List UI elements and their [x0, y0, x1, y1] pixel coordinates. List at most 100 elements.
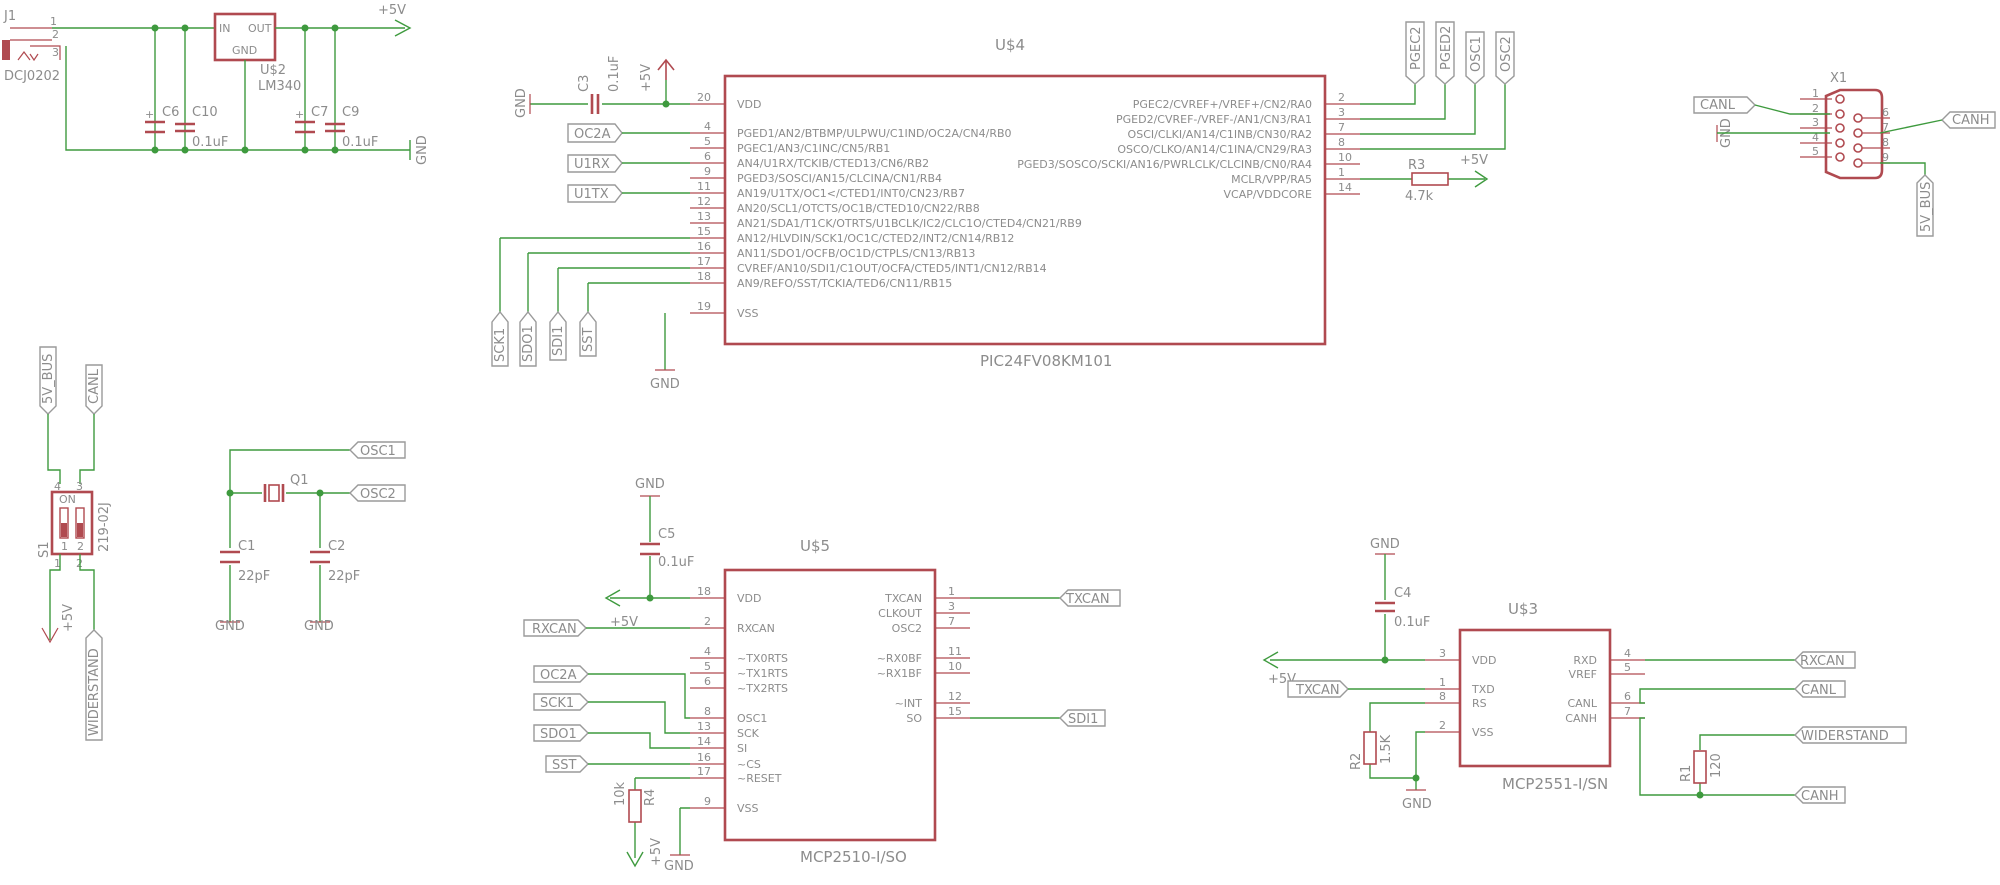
u4-pin-label: AN20/SCL1/OTCTS/OC1B/CTED10/CN22/RB8 — [737, 202, 980, 215]
dc-jack-pins — [10, 27, 61, 60]
svg-text:OC2A: OC2A — [540, 668, 577, 683]
reg-value: LM340 — [258, 79, 301, 94]
c6-label: C6 — [162, 105, 179, 120]
u3-pin-num: 1 — [1439, 676, 1446, 689]
u4-pin-label: AN21/SDA1/T1CK/OTRTS/U1BCLK/IC2/CLC1O/CT… — [737, 217, 1082, 230]
reg-gnd: GND — [232, 44, 257, 57]
svg-text:U1TX: U1TX — [574, 187, 609, 202]
s1-pin-4: 4 — [54, 480, 61, 493]
u5-pin-label: VSS — [737, 802, 759, 815]
net-oc2a-u4: OC2A — [567, 123, 623, 143]
u4-value: PIC24FV08KM101 — [980, 352, 1112, 370]
net-osc2-top: OSC2 — [1495, 31, 1515, 85]
net-widerstand-s1: WIDERSTAND — [85, 629, 103, 741]
cap-wires-right — [304, 28, 336, 150]
u5-pin-num: 18 — [697, 585, 711, 598]
svg-text:OC2A: OC2A — [574, 127, 611, 142]
u5-pin-num: 14 — [697, 735, 711, 748]
dsub-connector — [1824, 88, 1884, 180]
svg-text:SDI1: SDI1 — [551, 326, 566, 356]
u4-pin-label: MCLR/VPP/RA5 — [1231, 173, 1312, 186]
net-pged2: PGED2 — [1435, 21, 1455, 85]
svg-text:WIDERSTAND: WIDERSTAND — [1801, 729, 1889, 744]
r1-symbol — [1693, 750, 1707, 784]
u4-pin-label: AN9/REFO/SST/TCKIA/TED6/CN11/RB15 — [737, 277, 952, 290]
j1-value: DCJ0202 — [4, 69, 60, 84]
r3-plus5v: +5V — [1460, 153, 1488, 168]
s1-pin-1: 1 — [54, 557, 61, 570]
net-oc2a-u5: OC2A — [533, 665, 589, 683]
c1-value: 22pF — [238, 569, 270, 584]
net-sdi1-u4: SDI1 — [549, 310, 567, 361]
c9-symbol — [325, 122, 345, 133]
u4-left-pins: 20VDD4PGED1/AN2/BTBMP/ULPWU/C1IND/OC2A/C… — [690, 91, 1082, 320]
u4-pin-label: PGED3/SOSCO/SCKI/AN16/PWRLCLK/CLCINB/CN0… — [1017, 158, 1312, 171]
u4-pin-num: 1 — [1338, 166, 1345, 179]
u4-pin-label: AN11/SDO1/OCFB/OC1D/CTPLS/CN13/RB13 — [737, 247, 975, 260]
svg-text:RXCAN: RXCAN — [1800, 654, 1845, 669]
x1-name: X1 — [1830, 71, 1847, 86]
svg-text:SDO1: SDO1 — [540, 727, 577, 742]
svg-text:U1RX: U1RX — [574, 157, 610, 172]
svg-text:SCK1: SCK1 — [493, 328, 508, 362]
j1-pin-1: 1 — [50, 15, 57, 28]
c4-value: 0.1uF — [1394, 615, 1430, 630]
dc-jack-symbol — [17, 51, 39, 62]
u4-pin-label: AN4/U1RX/TCKIB/CTED13/CN6/RB2 — [737, 157, 929, 170]
reg-name: U$2 — [260, 63, 286, 78]
r3-symbol — [1411, 172, 1449, 186]
j1-pin-3: 3 — [52, 46, 59, 59]
u5-pin-label: ~RX0BF — [877, 652, 922, 665]
svg-text:CANH: CANH — [1801, 789, 1838, 804]
u3-pin-label: VSS — [1472, 726, 1494, 739]
u4-pin-num: 14 — [1338, 181, 1352, 194]
u5-pin-label: ~TX1RTS — [737, 667, 788, 680]
svg-text:OSC1: OSC1 — [1469, 36, 1484, 72]
u4-pin-label: CVREF/AN10/SDI1/C1OUT/OCFA/CTED5/INT1/CN… — [737, 262, 1047, 275]
u5-pin-label: SO — [906, 712, 922, 725]
u4-pin-num: 7 — [1338, 121, 1345, 134]
svg-text:PGED2: PGED2 — [1439, 26, 1454, 70]
r4-label: R4 — [643, 789, 658, 806]
u5-pin-num: 15 — [948, 705, 962, 718]
u3-pin-num: 6 — [1624, 690, 1631, 703]
c4-gnd: GND — [1370, 537, 1400, 552]
c3-wires — [530, 80, 690, 105]
c10-value: 0.1uF — [192, 135, 228, 150]
u4-pin-label: PGED2/CVREF-/VREF-/AN1/CN3/RA1 — [1116, 113, 1312, 126]
c4-label: C4 — [1394, 586, 1411, 601]
q1-label: Q1 — [290, 473, 309, 488]
net-canl-s1: CANL — [85, 364, 103, 415]
u4-pin-label: PGEC1/AN3/C1INC/CN5/RB1 — [737, 142, 890, 155]
u4-pin-num: 17 — [697, 255, 711, 268]
vdd-plus5v: +5V — [639, 64, 654, 92]
r4-symbol — [628, 789, 642, 823]
x1-pin-num: 8 — [1882, 136, 1889, 149]
net-sdo1-u4: SDO1 — [519, 310, 537, 367]
net-pgec2: PGEC2 — [1405, 21, 1425, 85]
u5-vss-gnd: GND — [664, 859, 694, 874]
u4-pin-num: 9 — [704, 165, 711, 178]
c4-symbol — [1375, 601, 1395, 613]
s1-plus5v: +5V — [61, 604, 76, 632]
r1-value: 120 — [1709, 753, 1724, 778]
c9-value: 0.1uF — [342, 135, 378, 150]
u4-pin-label: OSCI/CLKI/AN14/C1INB/CN30/RA2 — [1128, 128, 1312, 141]
s1-switch-section: 5V_BUS CANL ON 1 2 4 3 1 2 S1 219-02J +5… — [37, 346, 112, 741]
x1-pin-num: 3 — [1812, 116, 1819, 129]
u4-pin-label: OSCO/CLKO/AN14/C1INA/CN29/RA3 — [1117, 143, 1312, 156]
svg-text:+: + — [145, 108, 154, 121]
c7-label: C7 — [311, 105, 328, 120]
u5-pin-num: 4 — [704, 645, 711, 658]
s1-value: 219-02J — [97, 502, 112, 552]
c10-symbol — [175, 122, 195, 133]
x1-pin-num: 4 — [1812, 131, 1819, 144]
c2-value: 22pF — [328, 569, 360, 584]
u5-pin-num: 17 — [697, 765, 711, 778]
c10-label: C10 — [192, 105, 218, 120]
u4-pin-label: AN19/U1TX/OC1</CTED1/INT0/CN23/RB7 — [737, 187, 965, 200]
reg-wires — [244, 27, 405, 150]
net-sdi1-u5: SDI1 — [1059, 709, 1106, 727]
